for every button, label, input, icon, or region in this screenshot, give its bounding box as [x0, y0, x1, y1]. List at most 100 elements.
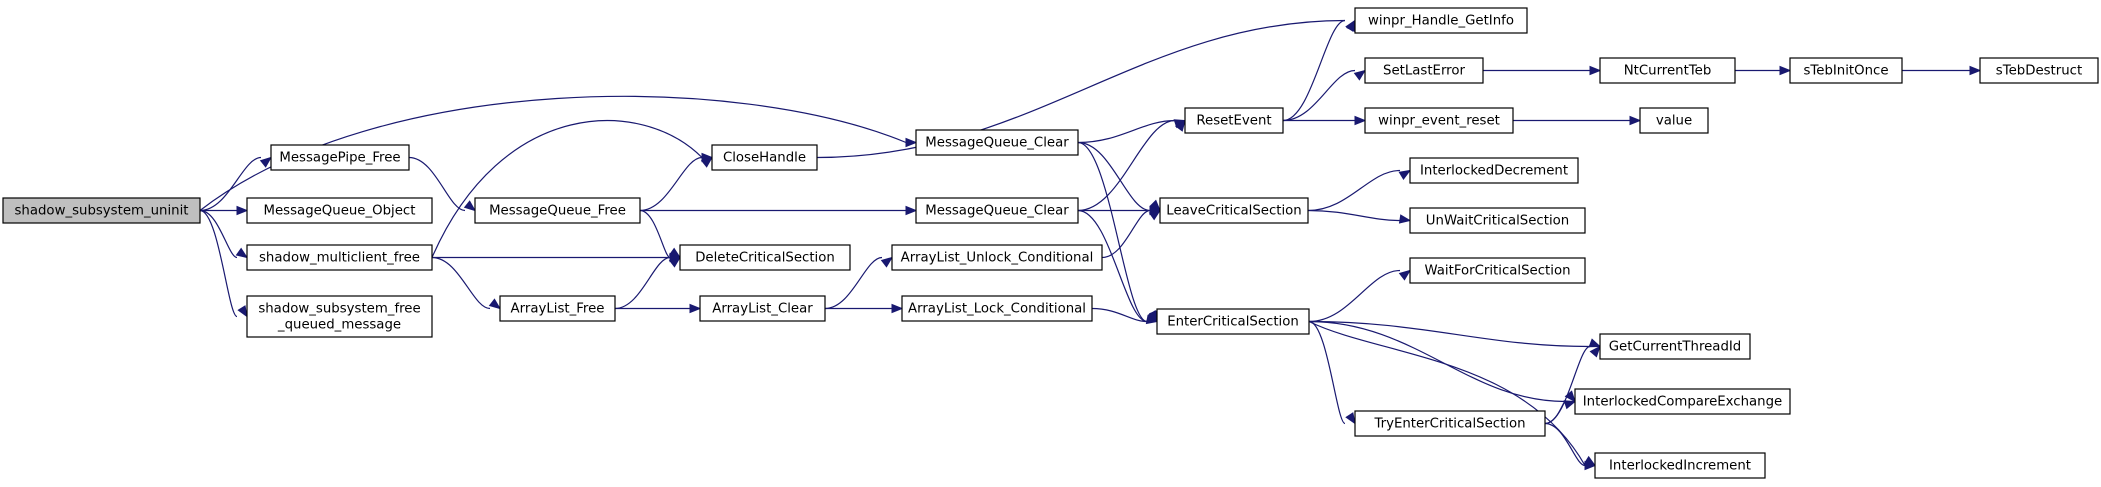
node-arraylist-unlock-conditional[interactable]: ArrayList_Unlock_Conditional [891, 244, 1103, 271]
node-label: EnterCriticalSection [1167, 315, 1299, 330]
node-box [1789, 57, 1903, 84]
node-label: GetCurrentThreadId [1609, 340, 1742, 355]
edge-line [1077, 119, 1176, 144]
node-shadow-multiclient-free[interactable]: shadow_multiclient_free [246, 244, 433, 271]
edge-n25-n24 [1544, 400, 1577, 425]
node-box [246, 197, 433, 224]
edge-n6-n8 [614, 256, 682, 310]
node-tryentercriticalsection[interactable]: TryEnterCriticalSection [1354, 410, 1546, 437]
node-setlasterror[interactable]: SetLastError [1364, 57, 1484, 84]
node-shadow-subsystem-uninit[interactable]: shadow_subsystem_uninit [2, 197, 201, 224]
edge-n16-n25 [1308, 320, 1356, 425]
node-label: value [1656, 114, 1692, 129]
arrowhead [1563, 400, 1577, 410]
node-label: MessageQueue_Object [264, 204, 416, 219]
node-leavecriticalsection[interactable]: LeaveCriticalSection [1159, 197, 1309, 224]
node-box [699, 295, 826, 322]
arrowhead [1779, 65, 1792, 76]
arrowhead [1398, 214, 1412, 224]
node-deletecriticalsection[interactable]: DeleteCriticalSection [679, 244, 851, 271]
node-box [711, 144, 818, 171]
edge-line [431, 256, 491, 310]
node-resetevent[interactable]: ResetEvent [1184, 107, 1284, 134]
node-label: MessageQueue_Free [489, 204, 626, 219]
edge-n11-n14 [1077, 119, 1186, 212]
node-label: TryEnterCriticalSection [1373, 417, 1525, 432]
node-box [1639, 107, 1709, 134]
edge-line [1077, 119, 1176, 212]
edge-n14-n18 [1282, 69, 1367, 122]
node-label: UnWaitCriticalSection [1426, 214, 1569, 229]
edge-line [1077, 209, 1148, 323]
node-box [1599, 57, 1736, 84]
edge-line [1282, 19, 1346, 122]
node-interlockedincrement[interactable]: InterlockedIncrement [1594, 452, 1766, 479]
edge-n16-n22 [1308, 269, 1412, 323]
arrowhead [259, 156, 273, 168]
arrowhead [1398, 269, 1412, 281]
node-messagepipe-free[interactable]: MessagePipe_Free [270, 144, 410, 171]
node-label: shadow_multiclient_free [259, 251, 420, 266]
edges-layer [199, 19, 1982, 471]
node-box [1409, 257, 1586, 284]
node-box [1594, 452, 1766, 479]
edge-n3-n6 [431, 256, 502, 310]
node-box [1159, 197, 1309, 224]
node-messagequeue-clear[interactable]: MessageQueue_Clear [915, 129, 1079, 156]
edge-line [1544, 422, 1586, 467]
edge-n0-n1 [199, 156, 273, 212]
node-stebdestruct[interactable]: sTebDestruct [1979, 57, 2099, 84]
node-interlockeddecrement[interactable]: InterlockedDecrement [1409, 157, 1579, 184]
node-messagequeue-object[interactable]: MessageQueue_Object [246, 197, 433, 224]
node-winpr-event-reset[interactable]: winpr_event_reset [1364, 107, 1514, 134]
node-messagequeue-clear[interactable]: MessageQueue_Clear [915, 197, 1079, 224]
edge-line [1308, 320, 1566, 403]
node-getcurrentthreadid[interactable]: GetCurrentThreadId [1599, 333, 1751, 360]
node-entercriticalsection[interactable]: EnterCriticalSection [1156, 308, 1310, 335]
arrowhead [1589, 65, 1602, 76]
node-stebinitonce[interactable]: sTebInitOnce [1789, 57, 1903, 84]
arrowhead [1583, 455, 1597, 467]
node-box [915, 197, 1079, 224]
node-arraylist-lock-conditional[interactable]: ArrayList_Lock_Conditional [901, 295, 1093, 322]
edge-line [1308, 320, 1586, 466]
node-box [1354, 410, 1546, 437]
node-unwaitcriticalsection[interactable]: UnWaitCriticalSection [1409, 207, 1586, 234]
node-box [499, 295, 616, 322]
arrowhead [237, 305, 248, 318]
node-label: ArrayList_Lock_Conditional [908, 302, 1086, 317]
node-label: shadow_subsystem_uninit [14, 204, 188, 219]
node-closehandle[interactable]: CloseHandle [711, 144, 818, 171]
node-box [915, 129, 1079, 156]
node-interlockedcompareexchange[interactable]: InterlockedCompareExchange [1574, 388, 1791, 415]
node-box [891, 244, 1103, 271]
node-ntcurrentteb[interactable]: NtCurrentTeb [1599, 57, 1736, 84]
edge-line [199, 156, 262, 212]
node-shadow-subsystem-free-queued-message[interactable]: shadow_subsystem_free_queued_message [246, 295, 433, 338]
arrowhead [1564, 390, 1576, 403]
node-arraylist-clear[interactable]: ArrayList_Clear [699, 295, 826, 322]
node-box [1184, 107, 1284, 134]
node-label: NtCurrentTeb [1624, 64, 1712, 79]
node-label: sTebInitOnce [1803, 64, 1888, 79]
node-box [1599, 333, 1751, 360]
node-value[interactable]: value [1639, 107, 1709, 134]
node-winpr-handle-getinfo[interactable]: winpr_Handle_GetInfo [1354, 7, 1528, 34]
edge-n7-n17 [816, 19, 1356, 159]
node-box [679, 244, 851, 271]
node-messagequeue-free[interactable]: MessageQueue_Free [474, 197, 641, 224]
node-box [1409, 207, 1586, 234]
arrowhead [1398, 169, 1412, 180]
node-box [1409, 157, 1579, 184]
arrowhead [1589, 345, 1601, 358]
node-box [1156, 308, 1310, 335]
arrowhead [236, 205, 249, 216]
node-arraylist-free[interactable]: ArrayList_Free [499, 295, 616, 322]
edge-n9-n13 [825, 303, 904, 314]
arrowhead [488, 298, 502, 310]
nodes-layer: shadow_subsystem_uninitMessagePipe_FreeM… [2, 7, 2099, 479]
node-waitforcriticalsection[interactable]: WaitForCriticalSection [1409, 257, 1586, 284]
edge-n13-n16 [1091, 307, 1159, 325]
arrowhead [880, 256, 894, 268]
